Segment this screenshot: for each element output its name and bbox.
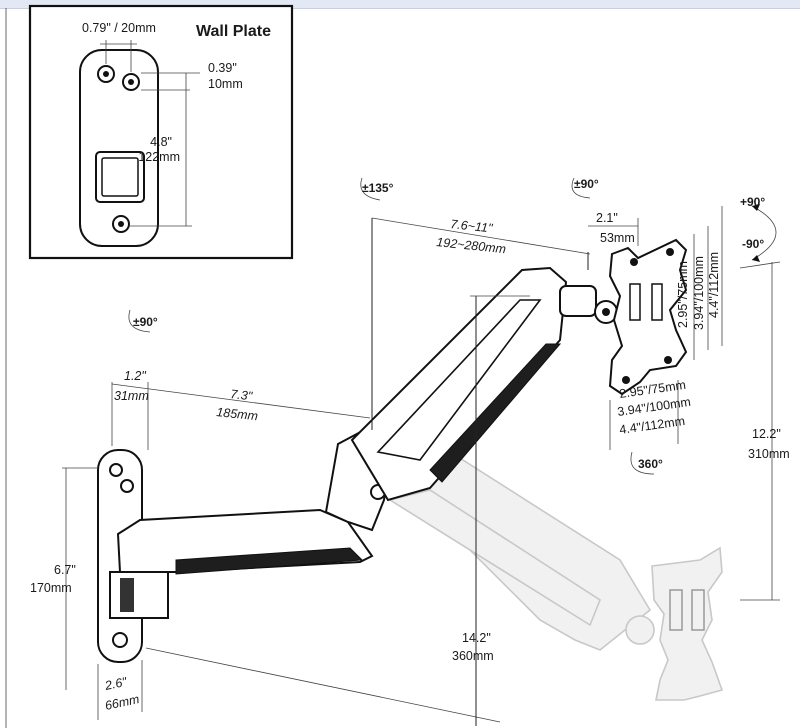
- vertical-travel-in: 12.2": [752, 427, 781, 441]
- rotation-arcs: [128, 177, 655, 475]
- main-arm: [97, 238, 688, 663]
- rotation-360-label: 360°: [638, 457, 663, 471]
- tilt-up-label: +90°: [740, 195, 765, 209]
- wall-plate-inset: Wall Plate 0.79" / 20mm 0.39" 10mm 4.8" …: [28, 4, 294, 260]
- top-band: [0, 0, 800, 9]
- vertical-travel-mm: 310mm: [748, 447, 790, 461]
- plate-height-in-label: 6.7": [54, 563, 76, 577]
- head-joint: [559, 285, 597, 317]
- rotation-arm-base-label: ±90°: [133, 315, 158, 329]
- inset-frame: [28, 4, 294, 260]
- tilt-down-label: -90°: [742, 237, 764, 251]
- hole-dia-in: 0.39": [208, 61, 237, 75]
- plate-width-mm: 66mm: [104, 692, 141, 713]
- plate-slot-inner: [101, 157, 139, 197]
- hole-spacing-label: 0.79" / 20mm: [82, 21, 156, 35]
- plate-height-in: 4.8": [150, 135, 172, 149]
- max-height-in: 14.2": [462, 631, 491, 645]
- max-height-mm: 360mm: [452, 649, 494, 663]
- rotation-head-swivel-label: ±90°: [574, 177, 599, 191]
- arm-base-post: [109, 571, 169, 619]
- hole-dia-mm: 10mm: [208, 77, 243, 91]
- lower-arm-length-mm: 185mm: [216, 405, 259, 423]
- base-offset-mm: 31mm: [114, 389, 149, 403]
- vesa-v75-label: 2.95"/75mm: [676, 261, 690, 328]
- vesa-v100-label: 3.94"/100mm: [692, 256, 706, 330]
- plate-width-in: 2.6": [103, 675, 129, 694]
- head-depth-in: 2.1": [596, 211, 618, 225]
- upper-arm-length-in: 7.6~11": [450, 217, 494, 235]
- vesa-plate: [608, 238, 688, 396]
- vesa-v112-label: 4.4"/112mm: [707, 252, 721, 318]
- base-offset-in: 1.2": [124, 369, 146, 383]
- plate-height-mm-label: 170mm: [30, 581, 72, 595]
- head-depth-mm: 53mm: [600, 231, 635, 245]
- plate-height-mm: 122mm: [138, 150, 180, 164]
- dimension-lines: [62, 204, 781, 726]
- wall-plate-title: Wall Plate: [196, 23, 271, 40]
- lower-arm-length-in: 7.3": [230, 387, 254, 403]
- rotation-arm-mid-label: ±135°: [362, 181, 394, 195]
